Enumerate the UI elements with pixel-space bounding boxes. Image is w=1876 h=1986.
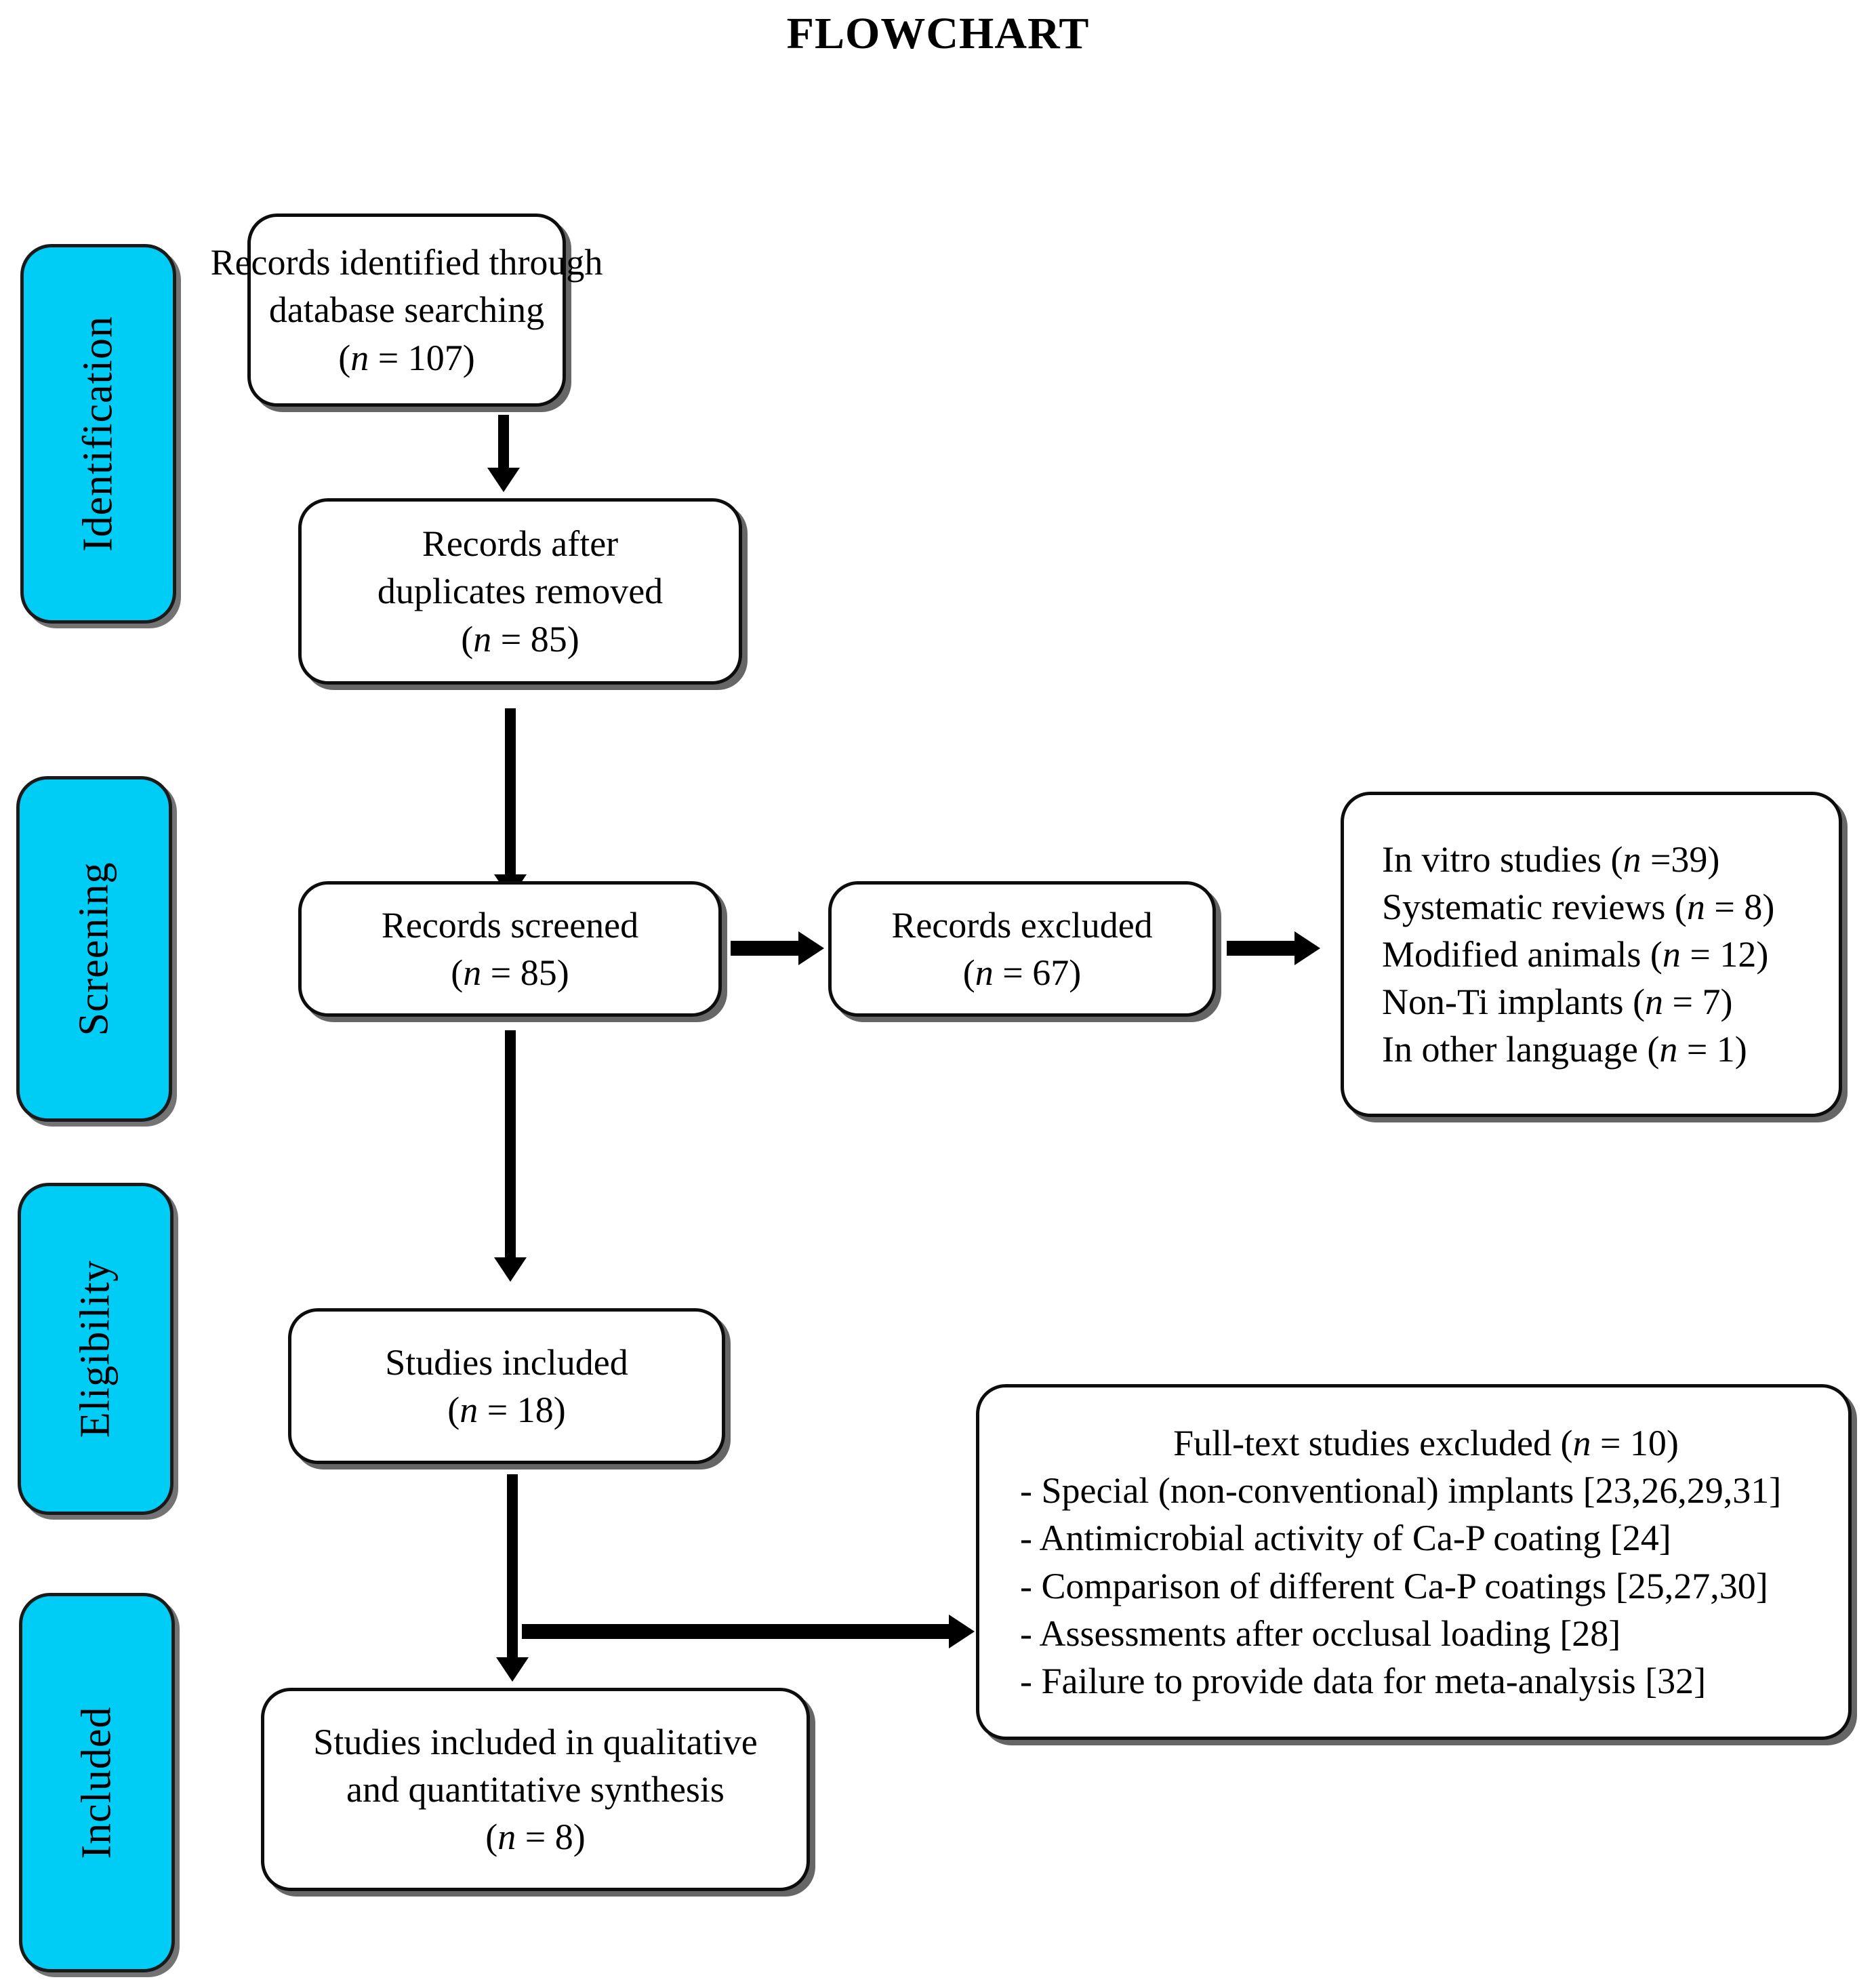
box-records-excluded: Records excluded (n = 67) xyxy=(828,881,1216,1017)
synthesis-line2: and quantitative synthesis xyxy=(346,1768,725,1810)
records-excluded-count: (n = 67) xyxy=(962,952,1082,993)
synthesis-count: (n = 8) xyxy=(485,1817,586,1858)
fulltext-excluded-item: - Special (non-conventional) implants [2… xyxy=(1020,1470,1782,1512)
box-records-after-duplicates: Records after duplicates removed (n = 85… xyxy=(298,498,742,685)
studies-included-line1: Studies included xyxy=(385,1341,628,1383)
records-identified-count: (n = 107) xyxy=(338,337,475,378)
stage-label-screening: Screening xyxy=(70,862,117,1036)
fulltext-excluded-item: - Antimicrobial activity of Ca-P coating… xyxy=(1020,1518,1671,1559)
fulltext-excluded-item: - Comparison of different Ca-P coatings … xyxy=(1020,1565,1768,1606)
fulltext-excluded-heading: Full-text studies excluded (n = 10) xyxy=(1173,1422,1679,1463)
box-exclusion-reasons: In vitro studies (n =39) Systematic revi… xyxy=(1341,792,1842,1117)
stage-bar-identification: Identification xyxy=(20,244,176,624)
stage-label-eligibility: Eligibility xyxy=(72,1259,119,1438)
exclusion-reason-item: In other language (n = 1) xyxy=(1382,1029,1747,1070)
records-after-duplicates-count: (n = 85) xyxy=(461,618,579,660)
exclusion-reason-item: In vitro studies (n =39) xyxy=(1382,838,1720,880)
exclusion-reason-item: Modified animals (n = 12) xyxy=(1382,933,1769,975)
studies-included-count: (n = 18) xyxy=(447,1390,566,1430)
box-records-screened: Records screened (n = 85) xyxy=(298,881,722,1017)
stage-bar-eligibility: Eligibility xyxy=(18,1183,174,1515)
fulltext-excluded-item: - Assessments after occlusal loading [28… xyxy=(1020,1613,1621,1654)
page-title: FLOWCHART xyxy=(786,9,1090,58)
exclusion-reason-item: Systematic reviews (n = 8) xyxy=(1382,886,1775,927)
records-identified-line2: database searching xyxy=(268,289,545,331)
records-screened-line1: Records screened xyxy=(381,904,639,946)
fulltext-excluded-item: - Failure to provide data for meta-analy… xyxy=(1020,1660,1707,1701)
stage-label-identification: Identification xyxy=(75,316,121,552)
synthesis-line1: Studies included in qualitative xyxy=(313,1721,758,1762)
records-after-duplicates-line2: duplicates removed xyxy=(377,571,664,612)
stage-bar-included: Included xyxy=(19,1593,175,1972)
box-records-identified: Records identified through database sear… xyxy=(211,214,603,407)
records-identified-line1: Records identified through xyxy=(210,242,603,283)
records-excluded-line1: Records excluded xyxy=(891,904,1153,946)
exclusion-reason-item: Non-Ti implants (n = 7) xyxy=(1382,981,1733,1023)
records-screened-count: (n = 85) xyxy=(451,952,569,993)
box-fulltext-excluded: Full-text studies excluded (n = 10) - Sp… xyxy=(976,1384,1852,1740)
box-studies-included-synthesis: Studies included in qualitative and quan… xyxy=(261,1688,810,1891)
records-after-duplicates-line1: Records after xyxy=(422,523,619,565)
stage-bar-screening: Screening xyxy=(16,776,172,1122)
stage-label-included: Included xyxy=(73,1706,120,1859)
box-studies-included: Studies included (n = 18) xyxy=(288,1308,725,1464)
